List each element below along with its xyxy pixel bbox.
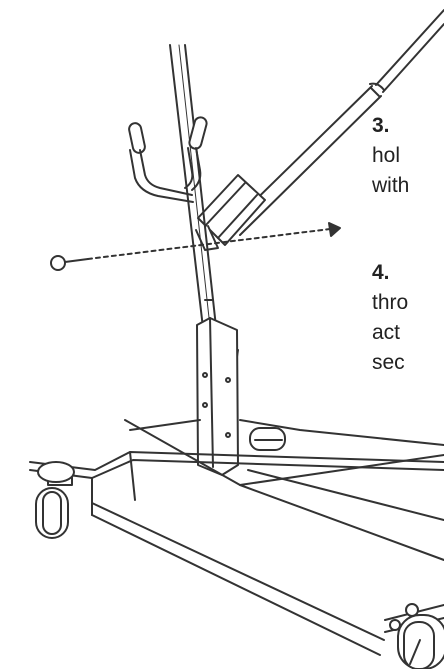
step-3: 3. hol with <box>372 111 409 201</box>
base-frame <box>29 419 444 656</box>
mast-bracket <box>196 317 239 476</box>
caster-left <box>35 461 75 539</box>
step-4: 4. thro act sec <box>372 258 408 378</box>
pin-icon <box>50 255 66 271</box>
caster-right <box>384 603 444 669</box>
arrow-icon <box>328 222 341 237</box>
step-3-line-2: with <box>372 174 410 197</box>
hand-grips <box>128 116 208 203</box>
actuator-rod <box>375 9 444 93</box>
step-4-line-3: sec <box>372 351 405 374</box>
step-4-number: 4. <box>372 261 390 284</box>
pin-insertion-path <box>50 222 341 271</box>
step-4-line-2: act <box>372 321 401 344</box>
step-3-number: 3. <box>372 114 390 137</box>
step-4-line-1: thro <box>372 291 409 314</box>
caster-rear <box>249 427 286 451</box>
step-3-line-1: hol <box>372 144 401 167</box>
